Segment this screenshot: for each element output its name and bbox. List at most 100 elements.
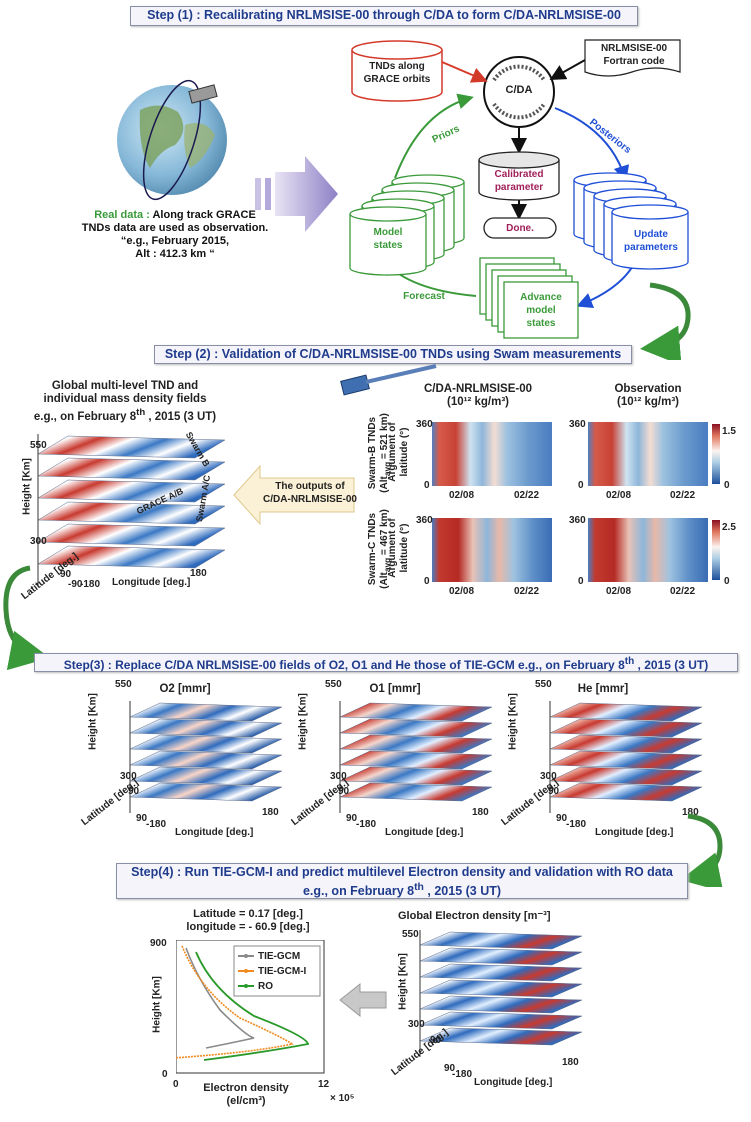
layer-slab — [37, 501, 226, 525]
tie-gcm-i-line — [176, 945, 294, 1059]
layer-slab — [419, 947, 583, 966]
profile-title: Latitude = 0.17 [deg.] longitude = - 60.… — [168, 908, 328, 934]
hm3-x2: 02/22 — [514, 586, 540, 597]
heatmap-cda-swarmb — [432, 422, 552, 486]
heatmap-col1-name: C/DA-NRLMSISE-00 — [424, 383, 532, 395]
grey-left-arrow — [339, 982, 387, 1018]
layer-slab — [129, 750, 283, 770]
hm2-y360: 360 — [569, 419, 586, 430]
he-lonm180: -180 — [566, 819, 587, 830]
global-title-sup: th — [136, 407, 146, 418]
step4-line1: Step(4) : Run TIE-GCM-I and predict mult… — [131, 865, 673, 879]
global-height-label: Height [Km] — [21, 458, 33, 515]
o1-lonm180: -180 — [356, 819, 377, 830]
cb2-top: 2.5 — [722, 522, 736, 533]
done-box — [483, 217, 557, 239]
real-data-alt: Alt : 412.3 km “ — [135, 248, 215, 260]
arg-b-1: Argument of — [387, 422, 398, 482]
layer-slab — [549, 750, 703, 770]
hm1-y360: 360 — [416, 419, 433, 430]
profile-xlabel: Electron density(el/cm³) — [196, 1082, 296, 1108]
earth-image — [117, 79, 227, 201]
global-lon180: 180 — [190, 568, 207, 579]
step3-title-end: , 2015 (3 UT) — [634, 658, 709, 672]
step2-to-step3-arrow — [3, 565, 50, 670]
update-label: Update parameters — [624, 229, 678, 253]
step4-line2-end: , 2015 (3 UT) — [423, 884, 502, 899]
o1-latm90: 90 — [346, 813, 358, 824]
layer-slab — [419, 1011, 583, 1030]
profile-xscale: × 10⁵ — [330, 1093, 355, 1104]
arg-c-2: latitude (°) — [399, 523, 410, 573]
step3-banner: Step(3) : Replace C/DA NRLMSISE-00 field… — [34, 653, 738, 672]
satellite-icon — [188, 84, 218, 104]
global-title-line3-end: , 2015 (3 UT) — [145, 410, 217, 423]
he-h550: 550 — [535, 679, 552, 690]
e-h300: 300 — [408, 1019, 425, 1030]
profile-title1: Latitude = 0.17 [deg.] — [193, 908, 303, 920]
profile-y900: 900 — [150, 938, 167, 949]
layer-slab — [37, 523, 226, 547]
profile-title2: longitude = - 60.9 [deg.] — [186, 921, 310, 933]
model-states-stack — [349, 174, 465, 276]
o2-latm90: 90 — [136, 813, 148, 824]
heatmap-col2-unit: (10¹² kg/m³) — [617, 396, 679, 408]
profile-ylabel: Height [Km] — [151, 976, 163, 1033]
heatmap-cda-swarmc — [432, 518, 552, 582]
global-latm90: -90 — [68, 579, 83, 590]
step3-title: Step(3) : Replace C/DA NRLMSISE-00 field… — [63, 658, 625, 672]
tie-gcm-line — [185, 947, 255, 1049]
global-h300: 300 — [30, 536, 47, 547]
global-tnd-stack-plot — [37, 434, 226, 586]
global-title-line1: Global multi-level TND and — [51, 380, 199, 392]
calibrated-cylinder — [478, 151, 560, 201]
e-lon180: 180 — [562, 1057, 579, 1068]
cda-node — [483, 56, 555, 128]
e-h550: 550 — [402, 929, 419, 940]
layer-slab — [37, 545, 226, 569]
layer-slab — [339, 702, 493, 722]
o2-stack-plot — [129, 701, 283, 813]
advance-label: Advance model states — [520, 292, 562, 329]
tnds-cylinder — [351, 40, 443, 102]
o1-stack-plot — [339, 701, 493, 813]
o2-lon180: 180 — [262, 807, 279, 818]
hm1-x2: 02/22 — [514, 490, 540, 501]
hm4-x2: 02/22 — [670, 586, 696, 597]
layer-slab — [129, 782, 283, 802]
global-title-line2: individual mass density fields — [43, 393, 207, 405]
electron-stack-plot — [419, 930, 583, 1057]
o1-h550: 550 — [325, 679, 342, 690]
he-h300: 300 — [540, 771, 557, 782]
layer-slab — [549, 702, 703, 722]
global-h550: 550 — [30, 440, 47, 451]
step2-title: Step (2) : Validation of C/DA-NRLMSISE-0… — [164, 347, 622, 361]
layer-slab — [419, 1027, 583, 1046]
swarmc-tnds: Swarm-C TNDs — [367, 512, 378, 586]
tnds-label: TNDs along GRACE orbits — [363, 61, 431, 85]
layer-slab — [339, 734, 493, 754]
colorbar-swarmc — [712, 520, 720, 580]
step3-to-step4-arrow — [680, 813, 724, 887]
hm4-x1: 02/08 — [606, 586, 632, 597]
o1-h300: 300 — [330, 771, 347, 782]
cb1-top: 1.5 — [722, 426, 736, 437]
heatmap-col1-title: C/DA-NRLMSISE-00 (10¹² kg/m³) — [418, 383, 538, 409]
hm4-y0: 0 — [578, 576, 584, 587]
global-lonm180: -180 — [80, 579, 101, 590]
layer-slab — [129, 718, 283, 738]
hm3-y360: 360 — [416, 515, 433, 526]
ro-line — [195, 951, 310, 1061]
e-lonm180: -180 — [452, 1069, 473, 1080]
hm2-y0: 0 — [578, 480, 584, 491]
electron-profile-plot — [176, 940, 325, 1074]
legend-ro: RO — [258, 981, 273, 992]
layer-slab — [419, 979, 583, 998]
swarmb-tnds: Swarm-B TNDs — [367, 416, 378, 490]
cb1-bot: 0 — [724, 480, 730, 491]
he-stack-plot — [549, 701, 703, 813]
layer-slab — [419, 931, 583, 950]
layer-slab — [549, 766, 703, 786]
step2-banner: Step (2) : Validation of C/DA-NRLMSISE-0… — [154, 345, 632, 364]
